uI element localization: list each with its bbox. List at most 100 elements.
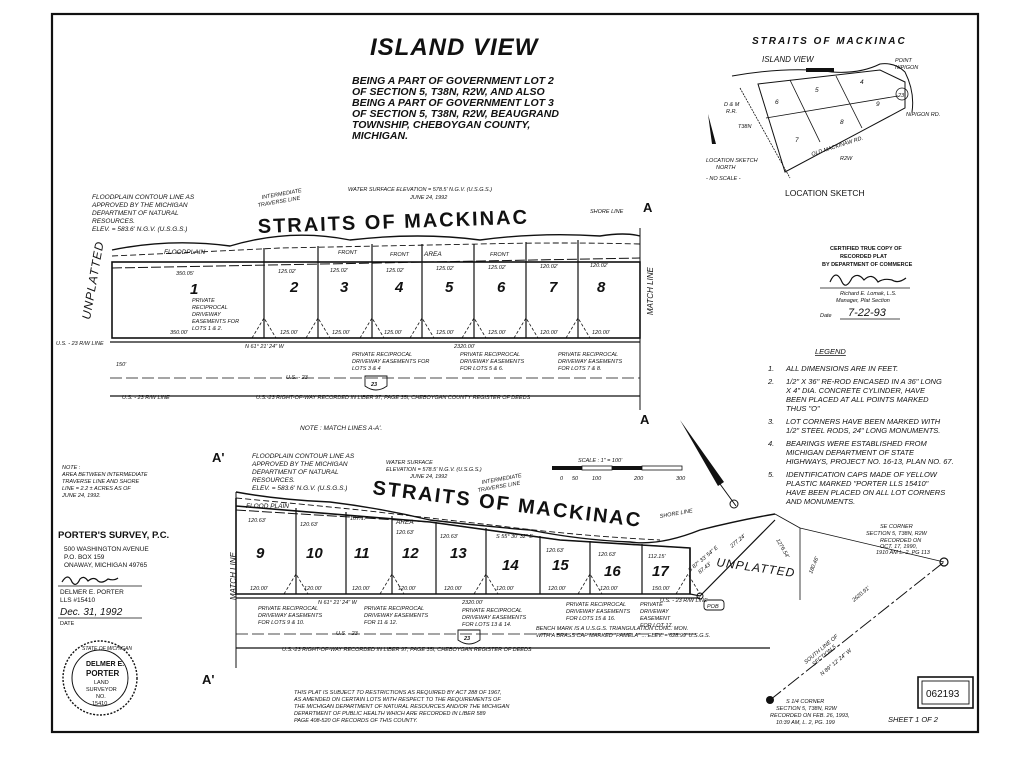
lot-number: 6 <box>497 279 506 296</box>
area-label: AREA <box>395 519 414 526</box>
section-line-east <box>799 527 945 563</box>
legend-num: 5. <box>768 470 774 479</box>
description-line: BEING A PART OF GOVERNMENT LOT 2 <box>352 75 554 87</box>
easement-text: DRIVEWAY EASEMENTS FOR <box>352 359 429 365</box>
easement-note-17: PRIVATE DRIVEWAY EASEMENT FOR LOT 17. <box>640 602 673 629</box>
seal-outer-ring <box>62 640 138 716</box>
lower-floodplain-note: FLOODPLAIN CONTOUR LINE AS APPROVED BY T… <box>251 453 355 492</box>
lot-number: 17 <box>652 563 669 580</box>
quarter-corner-monument <box>766 696 774 704</box>
lot-front-dim: 112.15' <box>648 554 666 560</box>
area-note-line: JUNE 24, 1992. <box>61 493 101 499</box>
match-point-a-prime-lower: A' <box>202 672 214 687</box>
easement-note-910: PRIVATE RECIPROCAL DRIVEWAY EASEMENTS FO… <box>258 606 323 626</box>
total-length: 2320.00' <box>453 344 476 350</box>
distance-label: 277.24' <box>729 533 748 550</box>
upper-straits-label: STRAITS OF MACKINAC <box>257 207 529 238</box>
lot-front-dim: 125.02' <box>330 268 349 274</box>
scale-tick: 300 <box>676 476 686 482</box>
lower-east-boundary <box>689 519 776 597</box>
sketch-heading: STRAITS OF MACKINAC <box>752 36 907 47</box>
lot-front-dim: 120.63' <box>248 518 267 524</box>
lot-rear-dim: 125.00' <box>436 330 455 336</box>
easement-text: FOR LOTS 5 & 6. <box>460 366 503 372</box>
lot-front-dim: 125.02' <box>488 265 507 271</box>
legend-num: 2. <box>767 377 774 386</box>
easement-text: EASEMENT <box>640 616 671 622</box>
legend-num: 1. <box>768 364 774 373</box>
surveyor-firm: PORTER'S SURVEY, P.C. <box>58 530 169 541</box>
seal-text: NO. <box>96 694 106 700</box>
rw-line-label: U.S. - 23 R/W LINE <box>56 341 104 347</box>
upper-floodplain-note: FLOODPLAIN CONTOUR LINE AS APPROVED BY T… <box>91 194 195 233</box>
area-note-line: TRAVERSE LINE AND SHORE <box>62 479 139 485</box>
sketch-section: 5 <box>815 87 819 94</box>
sketch-plat-mark <box>806 68 834 72</box>
plat-number-box-outer <box>917 676 974 709</box>
area-note-line: LINE = 2.2 ± ACRES AS OF <box>62 486 131 492</box>
lot-number: 13 <box>450 545 467 562</box>
legend-text: HIGHWAYS, PROJECT NO. 16-13, PLAN NO. 67… <box>786 457 954 466</box>
sketch-rr-label: D & M <box>724 102 740 108</box>
sketch-section: 7 <box>795 137 799 144</box>
lot-rear-dim: 125.00' <box>332 330 351 336</box>
scale-segment <box>552 466 582 470</box>
scale-segment <box>612 466 642 470</box>
plat-number: 062193 <box>926 689 960 700</box>
scale-bar: SCALE : 1" = 100' 0 50 100 200 300 <box>552 458 686 482</box>
route-shield-icon <box>364 375 388 391</box>
sketch-no-scale: - NO SCALE - <box>706 176 741 182</box>
lot-rear-dim: 120.00' <box>592 330 611 336</box>
cert-date-label: Date <box>820 313 832 319</box>
restriction-line: THIS PLAT IS SUBJECT TO RESTRICTIONS AS … <box>294 690 502 696</box>
scale-tick: 200 <box>633 476 644 482</box>
distance-label: 2620.91' <box>851 585 872 604</box>
scale-segment <box>641 465 683 471</box>
plat-number-box-inner <box>921 680 970 705</box>
pob-box <box>703 599 725 611</box>
sketch-shoreline <box>731 63 914 113</box>
sketch-road-label: NIPIGON RD. <box>906 112 940 118</box>
restriction-line: DEPARTMENT OF PUBLIC HEALTH WHICH ARE RE… <box>294 711 486 717</box>
lot-front-dim: 350.05' <box>176 271 195 277</box>
north-arrow-shaft <box>719 483 737 507</box>
description-line: OF SECTION 5, T38N, R2W, BEAUGRAND <box>352 108 559 120</box>
lot-number: 8 <box>597 279 606 296</box>
easement-text: DRIVEWAY <box>192 312 221 318</box>
rw-recorded-note: U.S.-23 RIGHT-OF-WAY RECORDED IN LIBER 9… <box>256 395 531 401</box>
lot-front-dim: 120.63' <box>546 548 565 554</box>
floodplain-label: FLOOD PLAIN <box>246 503 289 510</box>
lot-rear-dim: 125.00' <box>488 330 507 336</box>
lot-front-dim: 125.02' <box>436 266 455 272</box>
upper-match-line-label: MATCH LINE <box>646 266 655 315</box>
sketch-section: 4 <box>860 79 864 86</box>
sketch-island-view: ISLAND VIEW <box>762 55 815 64</box>
seal-text: STATE OF MICHIGAN <box>82 646 132 652</box>
plat-description: BEING A PART OF GOVERNMENT LOT 2 OF SECT… <box>352 75 559 142</box>
note-line: RESOURCES. <box>92 218 135 225</box>
corner-note: S 1/4 CORNER <box>786 699 824 705</box>
plat-title: ISLAND VIEW <box>370 34 540 61</box>
route-number: 23 <box>463 636 470 642</box>
description-line: MICHIGAN. <box>352 130 408 142</box>
lot-front-dim: 120.63' <box>396 530 415 536</box>
sketch-road-label: R2W <box>840 156 853 162</box>
lot-number: 1 <box>190 281 198 298</box>
sketch-railroad <box>739 87 791 179</box>
easement-text: DRIVEWAY EASEMENTS <box>462 615 527 621</box>
easement-text: DRIVEWAY EASEMENTS <box>558 359 623 365</box>
sketch-section-outline <box>757 69 906 173</box>
legend-heading: LEGEND <box>815 347 846 356</box>
lot-front-dim: 120.02' <box>540 264 559 270</box>
match-lines-note: NOTE : MATCH LINES A-A'. <box>300 425 382 432</box>
front-label: FRONT <box>390 252 410 258</box>
route-shield-icon <box>457 629 481 645</box>
easement-text: RECIPROCAL <box>192 305 228 311</box>
rw-recorded-note: U.S.-23 RIGHT-OF-WAY RECORDED IN LIBER 9… <box>282 647 532 653</box>
restriction-line: THE MICHIGAN DEPARTMENT OF NATURAL RESOU… <box>294 704 509 710</box>
surveyor-address: 500 WASHINGTON AVENUE <box>64 546 149 553</box>
easement-text: PRIVATE RECIPROCAL <box>460 352 520 358</box>
lot-front-dim: 120.02' <box>590 263 609 269</box>
se-corner-note: SE CORNER SECTION 5, T38N, R2W RECORDED … <box>866 524 931 556</box>
